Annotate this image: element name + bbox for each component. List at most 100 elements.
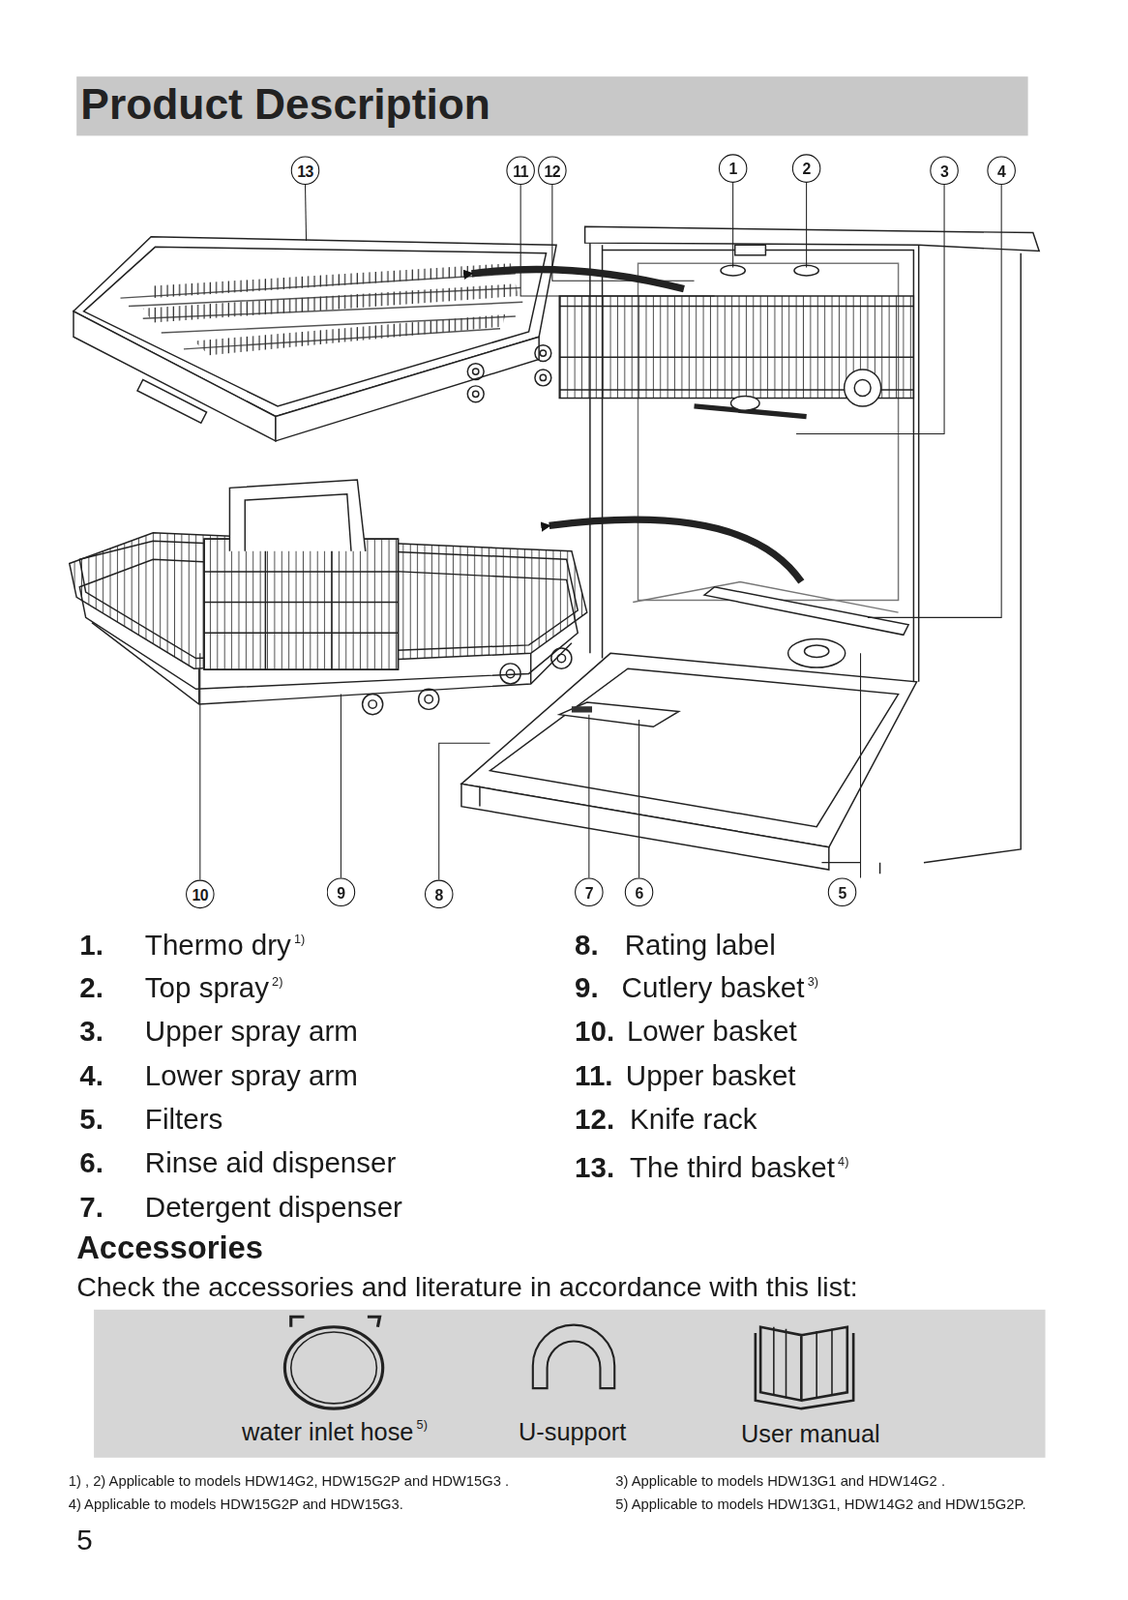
footnote-mark: 4) bbox=[837, 1155, 849, 1170]
item-number-line: 6. bbox=[79, 1147, 104, 1181]
item-number-line: 8. bbox=[574, 928, 599, 962]
callout-number: 7 bbox=[585, 884, 594, 900]
callout-number: 6 bbox=[634, 884, 643, 900]
item-number-line: 4. bbox=[79, 1059, 104, 1093]
part-name: The third basket bbox=[629, 1151, 835, 1184]
item-number: 7. bbox=[79, 1190, 104, 1223]
callout-number: 9 bbox=[336, 884, 345, 900]
callout-circle: 2 bbox=[792, 153, 822, 183]
accessory-name-line: water inlet hose5) bbox=[241, 1418, 428, 1447]
item-number-line: 12. bbox=[574, 1103, 615, 1137]
leader-lines bbox=[200, 182, 1002, 881]
item-number: 11. bbox=[574, 1059, 613, 1092]
callout-number: 11 bbox=[512, 162, 529, 179]
part-name: Filters bbox=[145, 1103, 223, 1136]
footnote-line: 5) Applicable to models HDW13G1, HDW14G2… bbox=[615, 1495, 1026, 1513]
part-name-line: Lower spray arm bbox=[145, 1059, 358, 1093]
part-name-line: Top spray2) bbox=[145, 972, 284, 1006]
callout-number: 3 bbox=[940, 162, 949, 179]
accessory-name-line: User manual bbox=[741, 1420, 881, 1449]
part-name-line: Knife rack bbox=[629, 1103, 757, 1137]
footnote-mark: 2) bbox=[271, 975, 283, 990]
item-number: 9. bbox=[574, 972, 599, 1005]
accessory-name: User manual bbox=[741, 1420, 881, 1448]
item-number: 4. bbox=[79, 1059, 104, 1092]
part-name-line: Filters bbox=[145, 1103, 223, 1137]
part-name: Lower spray arm bbox=[145, 1059, 358, 1092]
footnote: 1) , 2) Applicable to models HDW14G2, HD… bbox=[68, 1473, 509, 1490]
callout-number: 2 bbox=[801, 160, 810, 177]
accessory-name-line: U-support bbox=[518, 1418, 626, 1447]
part-name-line: Upper basket bbox=[625, 1059, 797, 1093]
callout-number: 10 bbox=[192, 886, 209, 902]
callout-circle: 5 bbox=[828, 877, 858, 907]
callout-number: 4 bbox=[997, 162, 1006, 179]
part-name-line: Thermo dry1) bbox=[145, 928, 305, 962]
footnote: 5) Applicable to models HDW13G1, HDW14G2… bbox=[615, 1495, 1026, 1513]
part-name-line: Cutlery basket3) bbox=[622, 972, 819, 1006]
item-number-line: 5. bbox=[79, 1103, 104, 1137]
third-basket bbox=[73, 237, 557, 442]
item-number-line: 11. bbox=[574, 1059, 613, 1093]
item-number: 10. bbox=[574, 1015, 615, 1048]
item-number: 2. bbox=[79, 972, 104, 1005]
part-name: Thermo dry bbox=[145, 928, 292, 961]
item-number-line: 9. bbox=[574, 972, 599, 1006]
callout-circle: 8 bbox=[424, 880, 454, 910]
instruction-text-line: Check the accessories and literature in … bbox=[76, 1272, 859, 1305]
callout-circle: 1 bbox=[718, 153, 748, 183]
accessories-band: water inlet hose5) U-support User manual bbox=[93, 1309, 1045, 1458]
item-number-line: 2. bbox=[79, 972, 104, 1006]
part-name-line: Lower basket bbox=[626, 1015, 798, 1049]
callout-circle: 10 bbox=[185, 880, 215, 910]
lower-basket bbox=[69, 479, 588, 715]
callout-number: 13 bbox=[296, 162, 314, 179]
callout-circle: 6 bbox=[624, 877, 654, 907]
part-name: Lower basket bbox=[626, 1015, 798, 1048]
instruction-text: Check the accessories and literature in … bbox=[76, 1272, 859, 1304]
item-number: 6. bbox=[79, 1147, 104, 1180]
part-name: Top spray bbox=[145, 972, 269, 1005]
part-name: Rinse aid dispenser bbox=[145, 1147, 396, 1180]
accessory-name: water inlet hose bbox=[241, 1418, 414, 1446]
part-name: Detergent dispenser bbox=[145, 1190, 403, 1223]
part-name-line: Upper spray arm bbox=[145, 1015, 358, 1049]
part-name: Upper basket bbox=[625, 1059, 797, 1092]
section-heading-line: Accessories bbox=[76, 1230, 264, 1268]
item-number-line: 10. bbox=[574, 1015, 615, 1049]
callout-number: 1 bbox=[728, 160, 737, 177]
part-name-line: Rating label bbox=[624, 928, 776, 962]
item-number-line: 3. bbox=[79, 1015, 104, 1049]
part-name: Cutlery basket bbox=[622, 972, 805, 1005]
callout-circle: 7 bbox=[574, 877, 604, 907]
callout-circle: 4 bbox=[986, 155, 1016, 185]
part-name-line: The third basket4) bbox=[629, 1151, 849, 1185]
callout-number: 8 bbox=[435, 886, 444, 902]
callout-circle: 9 bbox=[326, 877, 357, 907]
part-name: Knife rack bbox=[629, 1103, 757, 1136]
callout-number: 5 bbox=[837, 884, 846, 900]
item-number: 8. bbox=[574, 928, 599, 961]
callout-circle: 3 bbox=[929, 155, 959, 185]
part-name-line: Detergent dispenser bbox=[145, 1190, 403, 1224]
page-title: Product Description bbox=[80, 80, 491, 130]
page-number: 5 bbox=[76, 1523, 92, 1556]
item-number-line: 7. bbox=[79, 1190, 104, 1224]
footnote: 3) Applicable to models HDW13G1 and HDW1… bbox=[615, 1473, 946, 1490]
item-number-line: 1. bbox=[79, 928, 104, 962]
part-name: Rating label bbox=[624, 928, 776, 961]
item-number: 13. bbox=[574, 1151, 615, 1184]
item-number-line: 13. bbox=[574, 1151, 615, 1185]
footnote-mark: 1) bbox=[294, 932, 305, 948]
part-name-line: Rinse aid dispenser bbox=[145, 1147, 396, 1181]
footnote-mark: 5) bbox=[416, 1418, 428, 1433]
footnote: 4) Applicable to models HDW15G2P and HDW… bbox=[68, 1495, 404, 1513]
title-band: Product Description bbox=[76, 76, 1028, 136]
callout-circle: 11 bbox=[505, 155, 535, 185]
item-number: 1. bbox=[79, 928, 104, 961]
footnote-line: 3) Applicable to models HDW13G1 and HDW1… bbox=[615, 1473, 946, 1490]
accessory-name: U-support bbox=[518, 1418, 626, 1446]
footnote-line: 4) Applicable to models HDW15G2P and HDW… bbox=[68, 1495, 404, 1513]
dishwasher-body bbox=[461, 226, 1039, 874]
